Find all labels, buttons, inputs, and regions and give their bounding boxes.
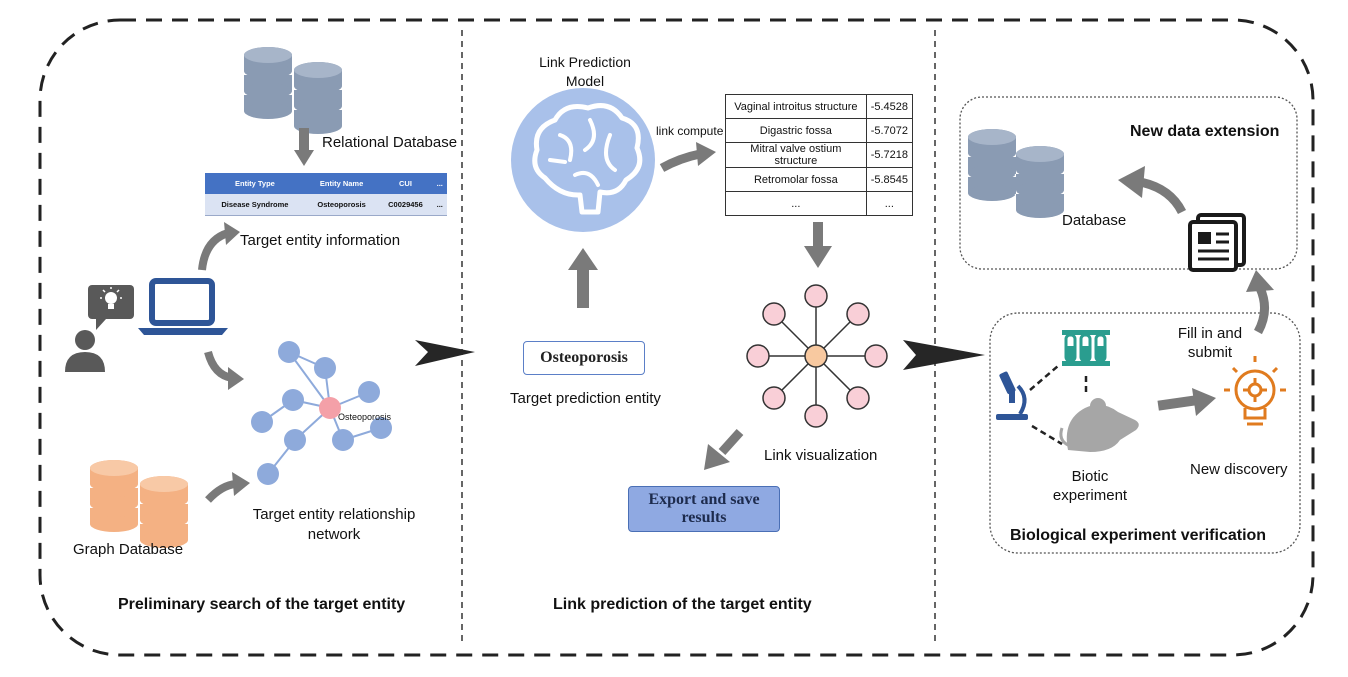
entity-table-header-cell: Entity Name bbox=[304, 173, 379, 194]
entity-table-header-cell: ... bbox=[432, 173, 447, 194]
model-label-line2: Model bbox=[565, 73, 605, 89]
target-entity-box: Osteoporosis bbox=[523, 341, 645, 375]
relational-database-label: Relational Database bbox=[322, 134, 458, 151]
new-data-box bbox=[959, 96, 1298, 270]
arrow-experiment-to-discovery bbox=[1157, 388, 1216, 416]
entity-table-header-cell: Entity Type bbox=[205, 173, 305, 194]
entity-table-cell: ... bbox=[432, 194, 447, 216]
arrow-results-to-visualization bbox=[804, 222, 832, 268]
prediction-results-table: Vaginal introitus structure -5.4528 Diga… bbox=[725, 94, 914, 216]
osteoporosis-node bbox=[319, 397, 341, 419]
target-entity-table: Entity Type Entity Name CUI ... Disease … bbox=[205, 173, 447, 216]
link-visualization-nodes bbox=[746, 284, 888, 428]
user-idea-icon bbox=[65, 285, 134, 372]
graph-database-label: Graph Database bbox=[73, 541, 184, 558]
arrow-db-to-table bbox=[294, 128, 314, 166]
results-row: Mitral valve ostium structure -5.7218 bbox=[725, 142, 914, 168]
entity-table-header-cell: CUI bbox=[378, 173, 433, 194]
result-score: -5.8545 bbox=[865, 167, 914, 192]
brain-icon bbox=[511, 88, 655, 232]
entity-network-nodes bbox=[251, 341, 392, 485]
bio-experiment-box bbox=[989, 312, 1301, 554]
results-row: Retromolar fossa -5.8545 bbox=[725, 167, 914, 192]
result-entity-name: Mitral valve ostium structure bbox=[725, 142, 867, 168]
fill-submit-line1: Fill in and bbox=[1177, 325, 1243, 342]
experiment-connectors bbox=[1029, 365, 1088, 446]
microscope-icon bbox=[996, 371, 1028, 420]
results-row: Digastric fossa -5.7072 bbox=[725, 118, 914, 143]
entity-table-header: Entity Type Entity Name CUI ... bbox=[205, 173, 447, 194]
arrow-entity-to-model bbox=[568, 248, 598, 308]
result-score: -5.7218 bbox=[865, 142, 914, 168]
result-entity-name: Retromolar fossa bbox=[725, 167, 867, 192]
test-tubes-icon bbox=[1062, 330, 1110, 366]
arrow-left-to-middle bbox=[415, 340, 475, 366]
arrow-report-to-database bbox=[1118, 166, 1187, 215]
result-score: ... bbox=[865, 191, 914, 216]
lab-mouse-icon bbox=[1059, 398, 1139, 452]
entity-table-cell: Disease Syndrome bbox=[205, 194, 305, 216]
new-data-extension-title: New data extension bbox=[1130, 123, 1280, 140]
entity-table-cell: C0029456 bbox=[378, 194, 433, 216]
result-score: -5.4528 bbox=[865, 94, 914, 119]
arrow-model-to-results bbox=[659, 142, 716, 172]
link-compute-label: link compute bbox=[656, 124, 724, 138]
biotic-line2: experiment bbox=[1052, 487, 1128, 504]
middle-panel-title: Link prediction of the target entity bbox=[553, 596, 812, 613]
arrow-discovery-to-report bbox=[1246, 270, 1274, 335]
relationship-label-line1: Target entity relationship bbox=[252, 506, 416, 523]
graph-center-label: Osteoporosis bbox=[338, 412, 392, 422]
arrow-visualization-to-export bbox=[704, 428, 744, 470]
relational-database-icon bbox=[242, 45, 344, 136]
results-row: ... ... bbox=[725, 191, 914, 216]
report-document-icon bbox=[1188, 213, 1246, 272]
link-visualization-label: Link visualization bbox=[764, 447, 878, 464]
result-entity-name: Vaginal introitus structure bbox=[725, 94, 867, 119]
result-score: -5.7072 bbox=[865, 118, 914, 143]
new-discovery-label: New discovery bbox=[1190, 461, 1288, 478]
bio-experiment-title: Biological experiment verification bbox=[1010, 527, 1267, 544]
fill-submit-line2: submit bbox=[1187, 344, 1233, 361]
arrow-to-network bbox=[204, 350, 244, 390]
result-entity-name: Digastric fossa bbox=[725, 118, 867, 143]
target-entity-info-label: Target entity information bbox=[240, 232, 401, 249]
arrow-graphdb-to-network bbox=[205, 472, 250, 503]
extension-database-label: Database bbox=[1062, 212, 1127, 229]
arrow-middle-to-right bbox=[903, 340, 985, 370]
results-row: Vaginal introitus structure -5.4528 bbox=[725, 94, 914, 119]
arrow-to-entity-info bbox=[198, 222, 240, 271]
biotic-line1: Biotic bbox=[1071, 468, 1109, 485]
graph-database-icon bbox=[88, 458, 190, 550]
left-panel-title: Preliminary search of the target entity bbox=[118, 596, 406, 613]
result-entity-name: ... bbox=[725, 191, 867, 216]
extension-database-icon bbox=[966, 127, 1066, 220]
model-label-line1: Link Prediction bbox=[539, 54, 631, 70]
target-prediction-entity-label: Target prediction entity bbox=[510, 390, 661, 407]
laptop-icon bbox=[138, 278, 228, 335]
entity-table-row: Disease Syndrome Osteoporosis C0029456 .… bbox=[205, 194, 447, 216]
discovery-lightbulb-icon bbox=[1224, 356, 1286, 426]
entity-table-cell: Osteoporosis bbox=[304, 194, 379, 216]
export-save-results-button[interactable]: Export and save results bbox=[628, 486, 780, 532]
outer-frame bbox=[38, 18, 1315, 657]
relationship-label-line2: network bbox=[307, 526, 361, 543]
